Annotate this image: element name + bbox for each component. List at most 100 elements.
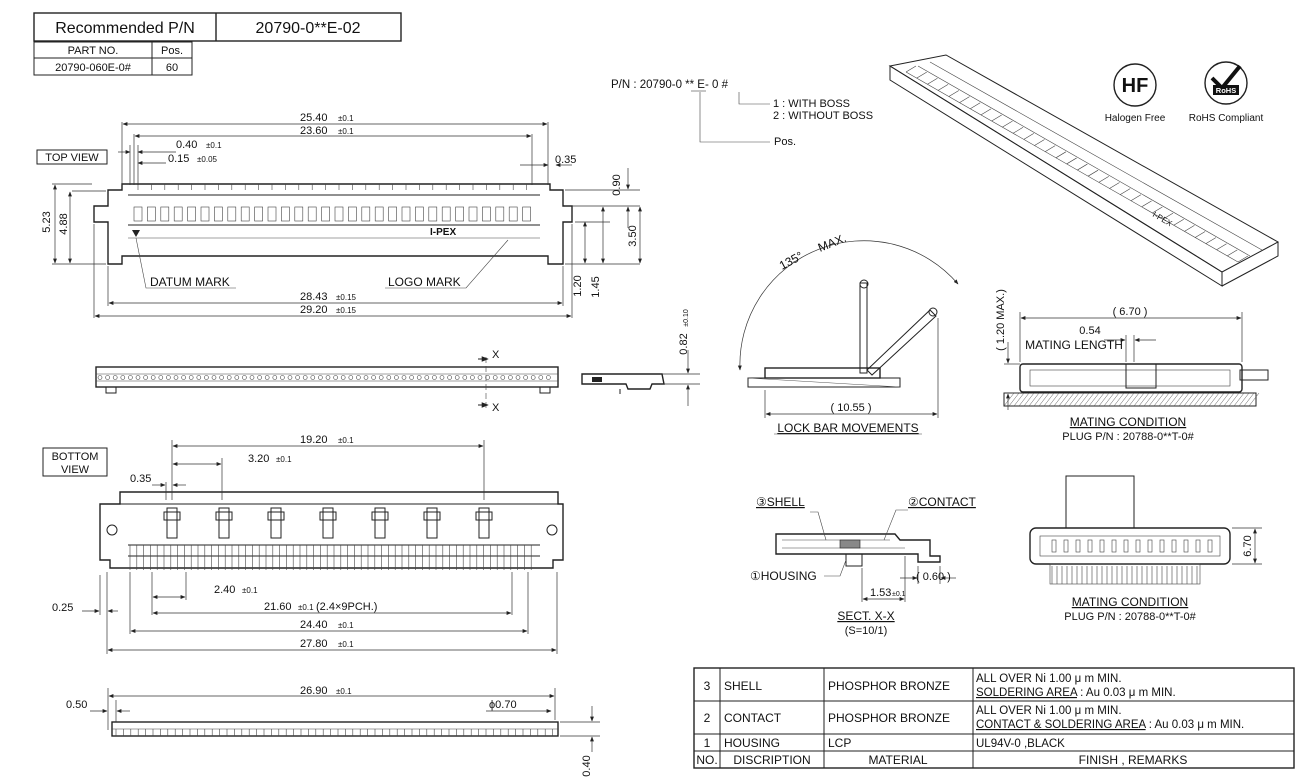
dim-2540: 25.40 xyxy=(300,112,328,124)
hf-icon: HF xyxy=(1122,75,1149,97)
bom-row-3-material: PHOSPHOR BRONZE xyxy=(828,679,950,693)
housing-label: ①HOUSING xyxy=(750,569,817,583)
pin xyxy=(188,375,194,380)
mating-condition-title-2: MATING CONDITION xyxy=(1072,595,1188,609)
dim-320: 3.20 xyxy=(248,453,269,465)
contact-slot xyxy=(254,206,263,222)
contact-slot xyxy=(281,206,290,222)
dim-145: 1.45 xyxy=(590,276,602,297)
boss xyxy=(374,507,386,539)
dim-040: 0.40 xyxy=(176,139,197,151)
pin xyxy=(310,375,316,380)
lock-bar-view: 135° MAX. ( 10.55 ) LOCK BAR MOVEMENTS xyxy=(737,231,959,435)
tol: ±0.1 xyxy=(298,603,314,612)
tol: ±0.05 xyxy=(197,155,218,164)
tol: ±0.1 xyxy=(338,621,354,630)
pin xyxy=(128,375,133,380)
pin xyxy=(234,375,240,380)
rohs-icon: RoHS xyxy=(1216,86,1236,95)
pin xyxy=(432,375,437,380)
recommended-pn-box: Recommended P/N 20790-0**E-02 xyxy=(33,12,402,42)
tol: ±0.1 xyxy=(338,640,354,649)
pin xyxy=(546,375,551,380)
pin xyxy=(363,375,369,380)
section-xx: ③SHELL ②CONTACT ①HOUSING ( 0.60 ) 1.53 ±… xyxy=(750,495,977,637)
boss xyxy=(322,507,334,539)
dim-035: 0.35 xyxy=(555,154,576,166)
tol: ±0.1 xyxy=(276,455,292,464)
pin xyxy=(439,375,445,380)
pin xyxy=(477,375,483,380)
pin xyxy=(515,375,521,380)
bottom-side-view: 26.90 ±0.1 0.50 ϕ0.70 0.40 xyxy=(66,685,600,777)
bom-row-3-no: 3 xyxy=(704,679,711,693)
bom-header-finish: FINISH , REMARKS xyxy=(1079,753,1188,767)
contact-slot xyxy=(441,206,451,222)
pin xyxy=(416,375,422,380)
recommended-label: Recommended P/N xyxy=(55,20,195,37)
bom-row-3-finish1: ALL OVER Ni 1.00 μ m MIN. xyxy=(976,673,1122,685)
contact-slot xyxy=(388,206,397,222)
pin xyxy=(280,375,285,380)
dim-054: 0.54 xyxy=(1079,325,1100,337)
contact-slot xyxy=(187,206,196,222)
pin xyxy=(356,375,361,380)
contact-slot xyxy=(374,206,384,222)
mating-condition-side: ( 1.20 MAX.) ( 6.70 ) 0.54 MATING LENGTH… xyxy=(995,289,1269,443)
bottom-view: BOTTOM VIEW 19.20 ±0.1 3.20 ±0.1 0.35 2.… xyxy=(42,434,564,654)
pn-code-text: P/N : 20790-0 ** E- 0 # xyxy=(611,79,729,91)
tol: ±0.1 xyxy=(338,114,354,123)
top-view-logo: I-PEX xyxy=(430,227,456,238)
bom-row-1-desc: HOUSING xyxy=(724,736,780,750)
pin xyxy=(97,375,103,380)
boss xyxy=(426,507,438,539)
dim-015: 0.15 xyxy=(168,153,189,165)
pin xyxy=(302,375,308,380)
bom-row-3-finish2: SOLDERING AREA : Au 0.03 μ m MIN. xyxy=(976,687,1176,699)
bom-row-3-desc: SHELL xyxy=(724,679,762,693)
dim-2360: 23.60 xyxy=(300,125,328,137)
dim-bottom-035: 0.35 xyxy=(130,473,151,485)
pin xyxy=(226,375,232,380)
pin xyxy=(204,375,209,380)
pin xyxy=(196,375,202,380)
section-x-top: X xyxy=(492,349,500,361)
pin xyxy=(249,375,255,380)
dim-670-front: 6.70 xyxy=(1242,535,1254,556)
contact-slot xyxy=(214,206,223,222)
dim-025: 0.25 xyxy=(52,602,73,614)
pin xyxy=(112,375,118,380)
pin xyxy=(462,375,468,380)
rohs-badge: RoHS RoHS Compliant xyxy=(1189,61,1263,124)
bom-header-desc: DISCRIPTION xyxy=(733,753,810,767)
pin xyxy=(257,375,262,380)
part-no-header: PART NO. xyxy=(68,45,119,57)
dim-2843: 28.43 xyxy=(300,291,328,303)
pin xyxy=(340,375,346,380)
part-no-table: PART NO. Pos. 20790-060E-0# 60 xyxy=(33,41,193,76)
bom-row-2-no: 2 xyxy=(704,711,711,725)
shell-label: ③SHELL xyxy=(756,495,805,509)
pin xyxy=(485,375,490,380)
dim-090: 0.90 xyxy=(611,174,623,195)
pin xyxy=(295,375,300,380)
part-no-value: 20790-060E-0# xyxy=(55,62,132,74)
mating-length-label: MATING LENGTH xyxy=(1025,338,1123,352)
section-scale: (S=10/1) xyxy=(845,625,888,637)
contact-slot xyxy=(307,206,317,222)
pin xyxy=(409,375,414,380)
pin xyxy=(538,375,544,380)
checkmark-icon xyxy=(1210,64,1242,91)
contact-slot xyxy=(468,206,478,222)
contact-slot xyxy=(428,206,438,222)
dim-120: 1.20 xyxy=(572,275,584,296)
contact-slot xyxy=(334,206,344,222)
pin xyxy=(166,375,171,380)
side-view: X X 0.82 ±0.10 xyxy=(95,309,700,414)
pn-pos: Pos. xyxy=(774,136,796,148)
pin xyxy=(120,375,126,380)
dim-1920: 19.20 xyxy=(300,434,328,446)
dim-060: ( 0.60 ) xyxy=(916,571,951,583)
contact-label: ②CONTACT xyxy=(908,495,977,509)
